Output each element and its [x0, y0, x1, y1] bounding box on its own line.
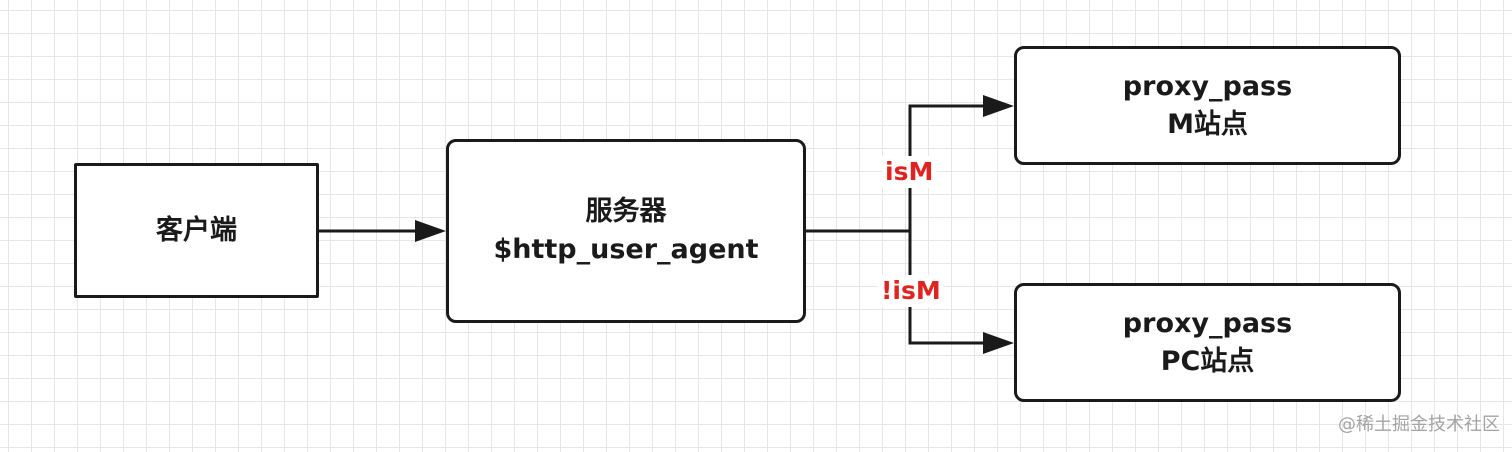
mobile-site-label: M站点 — [1167, 108, 1248, 140]
server-node-variable: $http_user_agent — [493, 234, 759, 265]
arrowhead-to-pc-site — [983, 332, 1014, 354]
mobile-site-node: proxy_pass M站点 — [1014, 46, 1401, 165]
client-node-label: 客户端 — [156, 214, 237, 246]
edge-junction-to-pc-site — [908, 231, 986, 345]
edge-label-ism: isM — [882, 156, 937, 188]
arrowhead-client-to-server — [415, 220, 446, 242]
pc-site-node: proxy_pass PC站点 — [1014, 283, 1401, 402]
mobile-site-directive: proxy_pass — [1122, 70, 1293, 102]
pc-site-label: PC站点 — [1160, 345, 1255, 377]
watermark-text: @稀土掘金技术社区 — [1338, 414, 1500, 435]
pc-site-directive: proxy_pass — [1122, 307, 1293, 339]
server-node: 服务器 $http_user_agent — [446, 139, 806, 323]
client-node: 客户端 — [74, 163, 319, 298]
server-node-title: 服务器 — [585, 196, 667, 227]
edge-junction-to-mobile-site — [908, 104, 986, 231]
arrowhead-to-mobile-site — [983, 95, 1014, 117]
edge-label-not-ism: !isM — [878, 275, 944, 307]
